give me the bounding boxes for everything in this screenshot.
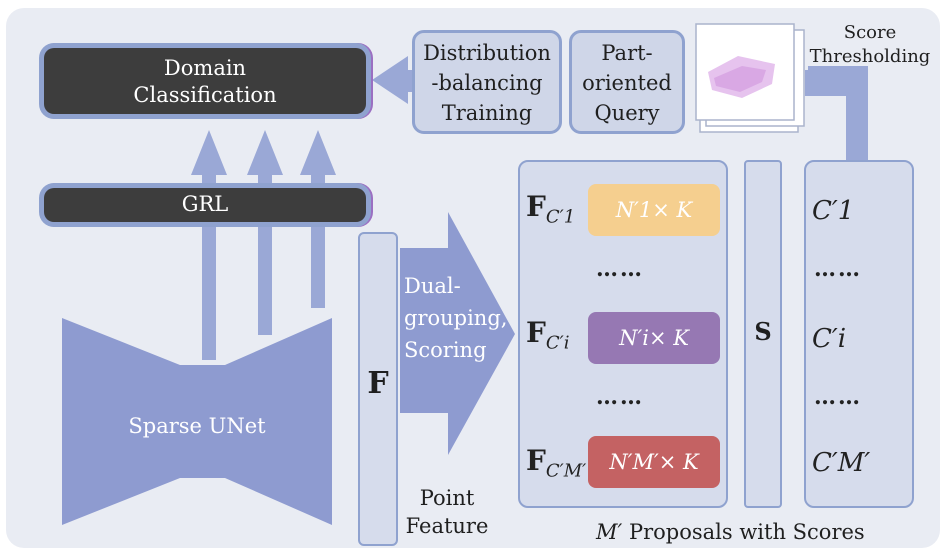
dual-grouping-line1: Dual-: [404, 274, 461, 298]
proposals-caption: M′ Proposals with Scores: [596, 520, 865, 545]
C1-text: C′1: [812, 196, 855, 226]
point-cloud-stack: [695, 23, 805, 133]
sparse-unet-label: Sparse UNet: [128, 414, 266, 438]
Ci-label: C′i: [812, 324, 846, 354]
F-Ci-sub: C′i: [545, 332, 570, 354]
score-column: S: [744, 160, 782, 508]
C1-label: C′1: [812, 196, 854, 226]
F-C1-sub: C′1: [545, 206, 576, 228]
F-CM-label: FC′M′: [526, 444, 587, 482]
dots-4: ……: [814, 384, 862, 410]
point-feature-line1: Point: [419, 486, 475, 510]
domain-classification-box: Domain Classification: [44, 48, 366, 114]
dual-grouping-line3: Scoring: [404, 338, 487, 362]
proposal-cell-1: N′1× K: [588, 184, 720, 236]
part-line1: Part-: [601, 41, 653, 65]
F-C1-label: FC′1: [526, 190, 576, 228]
proposals-M: M′: [596, 520, 623, 544]
F-Ci-label: FC′i: [526, 316, 570, 354]
left-arrow-to-domain: [372, 56, 420, 104]
dots-2: ……: [596, 384, 644, 410]
proposals-caption-text: Proposals with Scores: [628, 520, 865, 544]
distribution-line2: -balancing: [431, 71, 543, 95]
grl-label: GRL: [181, 192, 229, 216]
up-arrow-3-head: [300, 130, 336, 175]
score-S-label: S: [754, 317, 772, 346]
grl-box: GRL: [44, 188, 366, 222]
domain-classification-line1: Domain: [163, 56, 247, 80]
part-line3: Query: [594, 101, 660, 125]
dots-3: ……: [814, 256, 862, 282]
feature-F-label: F: [367, 366, 389, 401]
thresholded-panel: [804, 160, 914, 508]
point-feature-line2: Feature: [405, 514, 489, 538]
dual-grouping-arrow: [400, 212, 515, 455]
dual-grouping-line2: grouping,: [404, 306, 508, 330]
domain-classification-line2: Classification: [133, 83, 277, 107]
up-arrow-2-head: [247, 130, 283, 175]
proposal-cell-M: N′M′× K: [588, 436, 720, 488]
CM-label: C′M′: [812, 448, 870, 478]
score-thresholding-line1: Score: [843, 22, 897, 43]
distribution-line1: Distribution: [423, 41, 551, 65]
proposal-cell-i: N′i× K: [588, 312, 720, 364]
distribution-balancing-box: Distribution -balancing Training: [412, 30, 562, 134]
part-line2: oriented: [582, 71, 672, 95]
upward-arrows: [191, 130, 336, 360]
dots-1: ……: [596, 256, 644, 282]
score-thresholding-line2: Thresholding: [809, 46, 931, 67]
up-arrow-1-head: [191, 130, 227, 175]
point-feature-column: F: [358, 232, 398, 546]
CM-text: C′M′: [812, 448, 871, 478]
F-CM-sub: C′M′: [545, 460, 587, 482]
sparse-unet-shape: [62, 318, 332, 525]
part-oriented-query-box: Part- oriented Query: [569, 30, 685, 134]
distribution-line3: Training: [441, 101, 533, 125]
Ci-text: C′i: [812, 324, 847, 354]
